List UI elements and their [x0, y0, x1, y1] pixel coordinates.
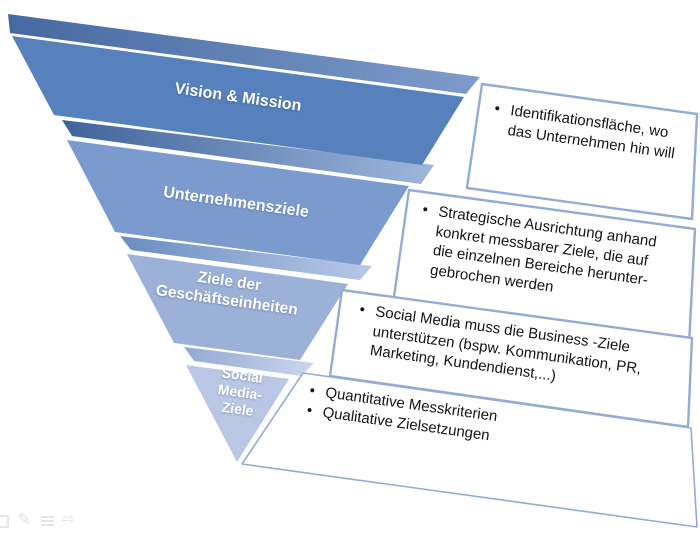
pyramid-level-2-top-face: [62, 120, 434, 184]
pyramid-level-3-top-face: [120, 236, 372, 280]
pyramid-level-4-top-face: [184, 347, 314, 376]
pyramid-level-3-face: [127, 254, 348, 360]
pyramid-level-1-face: [12, 36, 464, 165]
callout-box-vision-mission: [465, 82, 699, 221]
presenter-toolbar: ✎ ⇨: [0, 508, 120, 534]
callout-box-social-media-ziele: [241, 372, 698, 528]
menu-icon[interactable]: [41, 516, 54, 526]
pyramid-level-1-top-face: [8, 14, 480, 94]
slide-thumbnail-icon[interactable]: [0, 515, 9, 528]
pen-icon[interactable]: ✎: [17, 510, 32, 529]
pyramid-level-4-face: [186, 365, 289, 462]
pyramid-level-2-face: [67, 140, 409, 265]
next-slide-icon[interactable]: ⇨: [62, 511, 76, 528]
